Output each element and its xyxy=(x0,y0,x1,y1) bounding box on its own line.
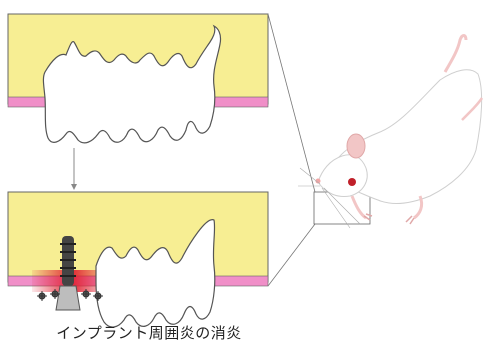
down-arrow-icon xyxy=(71,148,77,190)
bottom-panel xyxy=(8,192,268,327)
caption: インプラント周囲炎の消炎 xyxy=(4,322,294,343)
top-panel xyxy=(8,14,268,143)
rat-illustration xyxy=(298,36,482,229)
